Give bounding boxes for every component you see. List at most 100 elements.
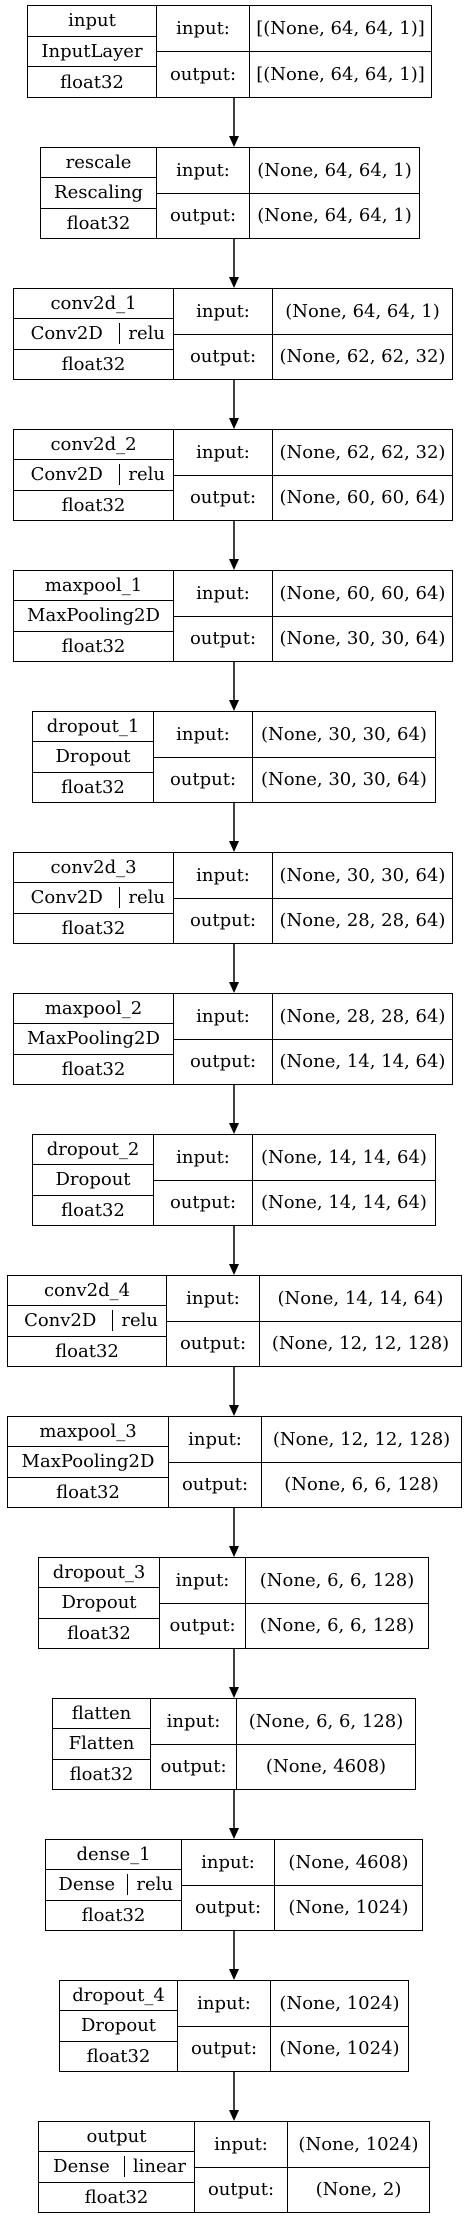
- layer-class: MaxPooling2D: [21, 1451, 155, 1473]
- input-shape: (None, 64, 64, 1): [273, 289, 452, 335]
- io-labels: input:output:: [169, 1417, 262, 1507]
- layer-name: maxpool_2: [14, 994, 173, 1025]
- io-labels: input:output:: [182, 1840, 275, 1930]
- io-labels: input: output:: [167, 1276, 260, 1366]
- layer-class-row: Dropout: [39, 1588, 159, 1619]
- input-shape: (None, 4608): [275, 1840, 422, 1886]
- layer-dtype: float32: [61, 1058, 126, 1080]
- output-shape: (None, 6, 6, 128): [259, 1615, 415, 1637]
- io-labels: input:output:: [160, 1558, 246, 1648]
- layer-class: Dropout: [80, 2015, 157, 2037]
- layer-name: dropout_4: [60, 1981, 177, 2012]
- layer-class-row: Flatten: [53, 1729, 150, 1760]
- layer-dtype: float32: [56, 1481, 120, 1503]
- output-shape: (None, 62, 62, 32): [279, 346, 446, 368]
- output-label: output:: [189, 1051, 257, 1073]
- input-shape: (None, 30, 30, 64): [253, 712, 435, 758]
- output-label: output:: [181, 1474, 249, 1496]
- io-labels: input:output:: [178, 1981, 271, 2071]
- layer-name: conv2d_4: [8, 1276, 166, 1307]
- layer-dtype: float32: [61, 635, 126, 657]
- layer-dtype: float32: [61, 917, 126, 939]
- layer-class-row: InputLayer: [28, 37, 156, 68]
- layer-dtype: float32: [61, 494, 126, 516]
- output-label: output:: [169, 1192, 237, 1214]
- input-shape: (None, 28, 28, 64): [273, 994, 452, 1040]
- io-shapes: (None, 1024)(None, 1024): [271, 1981, 408, 2071]
- output-label: output:: [160, 1756, 227, 1778]
- io-labels: input: output:: [157, 148, 250, 238]
- input-label: input:: [182, 1840, 274, 1886]
- output-label: output:: [190, 2038, 258, 2060]
- layer-name: dropout_1: [33, 712, 153, 743]
- io-labels: input:output:: [174, 430, 273, 520]
- output-label: output:: [207, 2179, 275, 2201]
- input-label: input:: [157, 6, 249, 52]
- output-label: output:: [179, 1333, 247, 1355]
- layer-name: conv2d_3: [14, 853, 173, 884]
- layer-class-row: MaxPooling2D: [8, 1447, 168, 1478]
- layer-name: conv2d_1: [14, 289, 173, 320]
- layer-name: dropout_3: [39, 1558, 159, 1589]
- arrowhead: [229, 700, 239, 711]
- input-shape: (None, 30, 30, 64): [273, 853, 452, 899]
- connector-arrow: [229, 98, 239, 147]
- arrowhead: [229, 1546, 239, 1557]
- io-shapes: (None, 4608)(None, 1024): [275, 1840, 422, 1930]
- io-shapes: (None, 64, 64, 1) (None, 62, 62, 32): [273, 289, 452, 379]
- layer-class: InputLayer: [41, 41, 143, 62]
- connector-arrow: [229, 944, 239, 993]
- layer-dtype: float32: [60, 71, 124, 93]
- layer-class: Conv2D: [30, 323, 103, 345]
- io-labels: input:output:: [174, 571, 273, 661]
- layer-class-row: Rescaling: [41, 178, 156, 209]
- layer-class: Dense: [53, 2156, 110, 2178]
- connector-arrow: [229, 521, 239, 570]
- arrowhead: [229, 418, 239, 429]
- io-labels: input:output:: [174, 289, 273, 379]
- connector-arrow: [229, 662, 239, 711]
- io-labels: input: output:: [195, 2122, 288, 2212]
- input-label: input:: [167, 1276, 259, 1322]
- io-labels: input:output:: [151, 1699, 237, 1789]
- layer-name: maxpool_1: [14, 571, 173, 602]
- io-shapes: (None, 64, 64, 1)(None, 64, 64, 1): [250, 148, 419, 238]
- output-label: output:: [169, 205, 237, 227]
- layer-class-row: MaxPooling2D: [14, 1024, 173, 1055]
- input-shape: (None, 6, 6, 128): [237, 1699, 415, 1745]
- input-shape: [(None, 64, 64, 1)]: [250, 6, 431, 52]
- input-shape: (None, 14, 14, 64): [260, 1276, 461, 1322]
- layer-class: Dense: [58, 1874, 115, 1896]
- layer-activation: relu: [119, 464, 173, 486]
- output-label: output:: [169, 1615, 236, 1637]
- layer-dtype: float32: [67, 1622, 131, 1644]
- layer-class: Conv2D: [30, 887, 103, 909]
- connector-arrow: [229, 1085, 239, 1134]
- input-label: input:: [195, 2122, 287, 2168]
- input-label: input:: [157, 148, 249, 194]
- arrowhead: [229, 982, 239, 993]
- io-labels: input:output:: [154, 1135, 253, 1225]
- connector-arrow: [229, 1226, 239, 1275]
- input-shape: (None, 64, 64, 1): [250, 148, 419, 194]
